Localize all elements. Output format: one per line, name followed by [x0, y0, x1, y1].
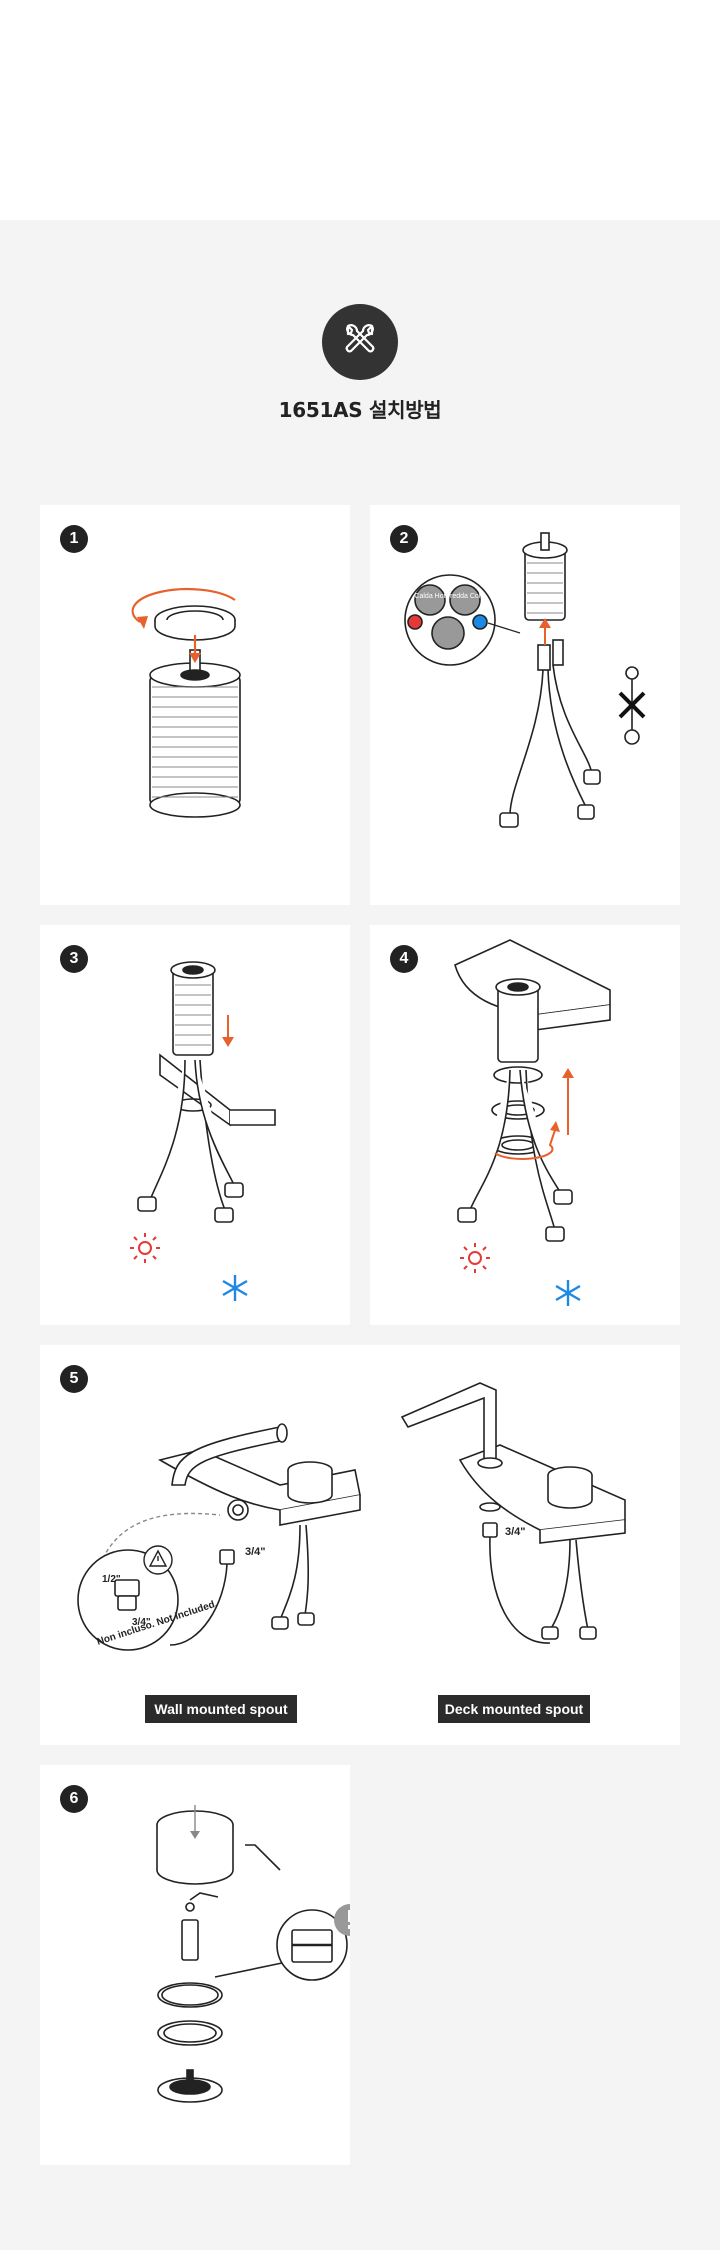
step-1-illustration [131, 587, 241, 818]
step-4-badge: 4 [390, 945, 418, 973]
cold-snowflake-icon [555, 1280, 581, 1306]
hose-size-label: 3/4" [245, 1546, 266, 1558]
top-blank-area [0, 0, 720, 220]
step-2-badge: 2 [390, 525, 418, 553]
step-2-illustration: Calda Hot Fredda Cold [404, 532, 646, 828]
cold-snowflake-icon [222, 1275, 248, 1301]
wall-mounted-label: Wall mounted spout [145, 1695, 297, 1723]
step-5-panel: 5 3/4" 1/2" 3/4" [40, 1345, 680, 1745]
step-1-badge: 1 [60, 525, 88, 553]
warning-icon [143, 1545, 173, 1575]
size-half-label: 1/2" [102, 1574, 121, 1585]
step-3-panel: 3 [40, 925, 350, 1325]
step-6-badge: 6 [60, 1785, 88, 1813]
deck-mounted-label: Deck mounted spout [438, 1695, 590, 1723]
step-6-illustration [156, 1805, 350, 2103]
hot-sun-icon [460, 1243, 490, 1273]
step-3-badge: 3 [60, 945, 88, 973]
wrench-icon [322, 304, 398, 380]
step-1-panel: 1 [40, 505, 350, 905]
page-title: 1651AS 설치방법 [278, 398, 442, 422]
step-2-panel: 2 Calda Hot Fredda Cold [370, 505, 680, 905]
step-5-illustration: 3/4" 1/2" 3/4" Non incluso. Not included… [77, 1382, 626, 1651]
step-3-illustration [130, 961, 276, 1301]
step-6-panel: 6 [40, 1765, 350, 2165]
step-4-illustration [454, 939, 611, 1306]
hot-sun-icon [130, 1233, 160, 1263]
step-5-badge: 5 [60, 1365, 88, 1393]
deck-hose-size-label: 3/4" [505, 1526, 526, 1538]
step-4-panel: 4 [370, 925, 680, 1325]
hot-label: Calda Hot [414, 593, 445, 600]
close-icon [618, 691, 646, 719]
cold-label: Fredda Cold [446, 593, 485, 600]
size-three-quarter-label: 3/4" [132, 1617, 151, 1628]
exclamation-icon [334, 1904, 350, 1936]
